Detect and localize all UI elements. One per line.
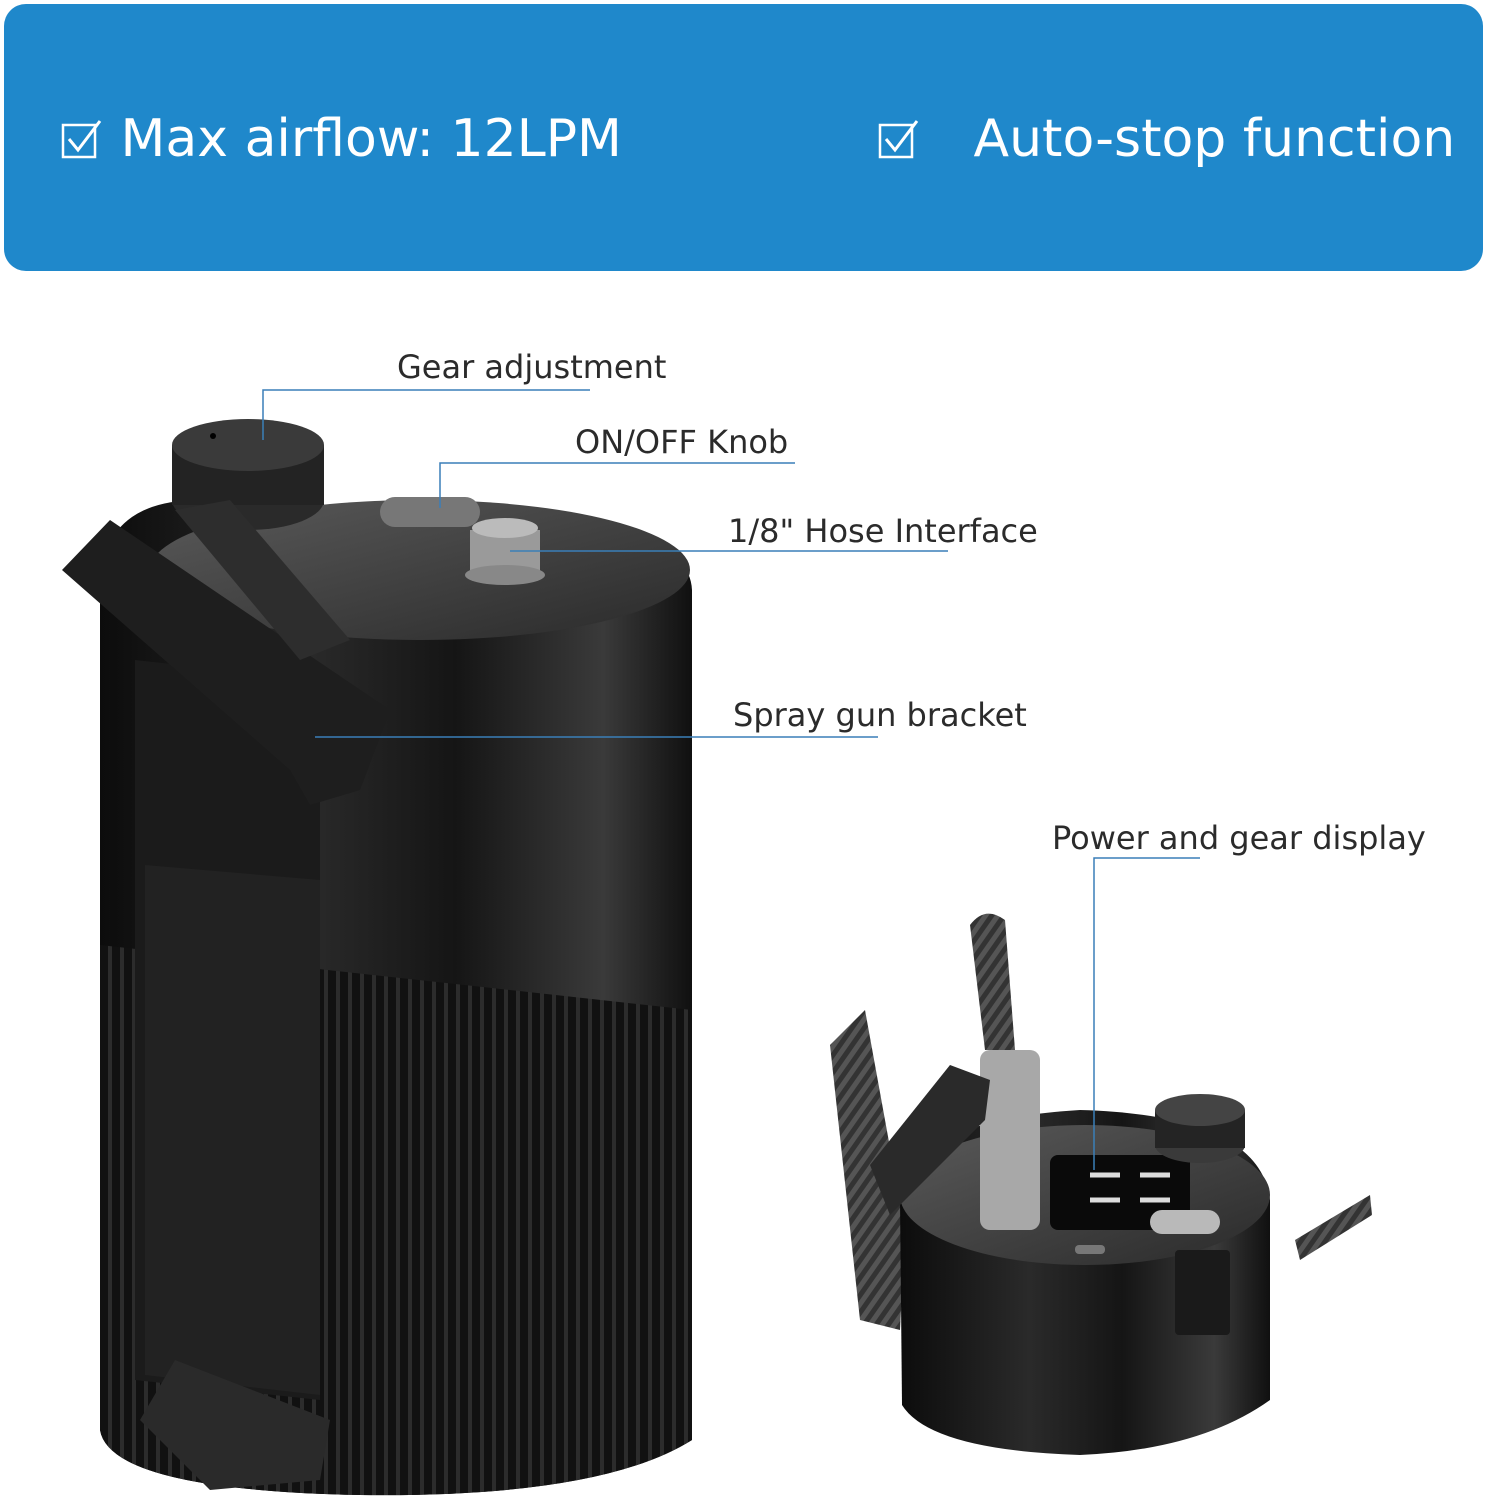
checkbox-icon xyxy=(878,120,919,159)
feature-autostop-text: Auto-stop function xyxy=(973,109,1456,169)
leader-display xyxy=(1093,857,1200,1170)
callout-onoff-knob: ON/OFF Knob xyxy=(575,423,789,461)
callout-spray-gun-bracket: Spray gun bracket xyxy=(733,696,1027,734)
secondary-pump-unit xyxy=(830,913,1372,1455)
callout-power-gear-display: Power and gear display xyxy=(1052,819,1426,857)
leader-gear xyxy=(262,389,590,440)
feature-autostop: Auto-stop function xyxy=(877,104,1455,171)
leader-onoff xyxy=(439,462,795,508)
main-pump-unit xyxy=(62,419,692,1496)
callout-hose-interface: 1/8" Hose Interface xyxy=(728,512,1038,550)
feature-airflow-text: Max airflow: 12LPM xyxy=(120,109,622,169)
callout-gear-adjustment: Gear adjustment xyxy=(397,348,667,386)
feature-airflow: Max airflow: 12LPM xyxy=(60,104,622,171)
feature-banner xyxy=(4,4,1483,271)
leader-lines xyxy=(262,389,1200,1170)
checkbox-icon xyxy=(61,120,102,159)
